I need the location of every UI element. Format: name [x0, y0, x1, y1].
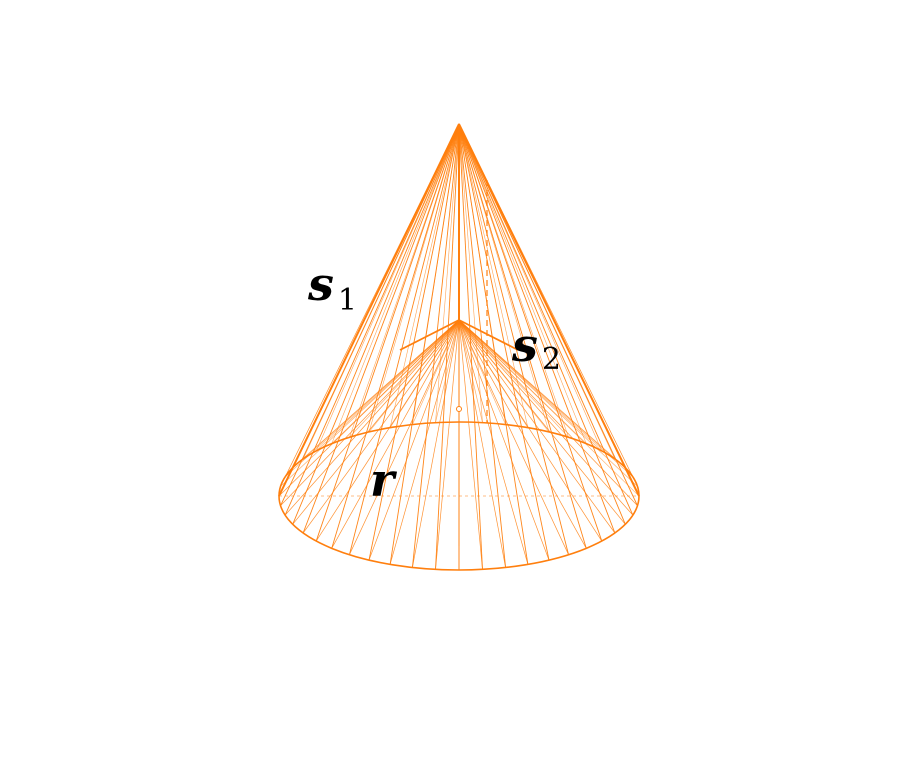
- inner-generator-line: [458, 319, 638, 487]
- outer-generator-line: [458, 123, 529, 428]
- inner-right-slant-edge: [458, 319, 519, 351]
- outer-generator-line: [284, 123, 460, 516]
- base-center-point: [456, 406, 462, 412]
- inner-generator-line: [458, 319, 550, 561]
- outer-generator-line: [458, 123, 587, 549]
- inner-generator-line: [412, 319, 460, 425]
- outer-generator-line: [389, 123, 460, 428]
- outer-generator-line: [458, 123, 626, 525]
- inner-cone-mesh: [278, 319, 640, 570]
- outer-generator-line: [458, 123, 603, 542]
- outer-generator-line: [458, 123, 587, 444]
- inner-generator-line: [458, 319, 587, 444]
- inner-generator-line: [458, 319, 587, 549]
- outer-generator-line: [331, 123, 460, 444]
- inner-generator-line: [368, 319, 460, 561]
- inner-generator-line: [458, 319, 506, 568]
- inner-generator-line: [412, 319, 460, 568]
- outer-generator-line: [292, 123, 460, 525]
- inner-generator-line: [302, 319, 460, 534]
- inner-generator-line: [435, 319, 460, 423]
- outer-generator-line: [302, 123, 460, 534]
- inner-generator-line: [458, 319, 483, 570]
- inner-generator-line: [331, 319, 460, 549]
- inner-generator-line: [315, 319, 460, 452]
- inner-generator-line: [389, 319, 460, 428]
- outer-generator-line: [349, 123, 460, 438]
- label-r: r: [370, 453, 398, 507]
- outer-generator-line: [331, 123, 460, 549]
- outer-generator-line: [458, 123, 616, 534]
- outer-generator-line: [315, 123, 460, 542]
- outer-generator-line: [458, 123, 506, 425]
- outer-generator-line: [412, 123, 460, 425]
- outer-generator-line: [458, 123, 634, 516]
- outer-right-slant-edge: [458, 123, 640, 497]
- outer-generator-line: [458, 123, 603, 452]
- inner-generator-line: [302, 319, 460, 460]
- outer-generator-line: [458, 123, 570, 555]
- inner-left-slant-edge: [399, 319, 460, 351]
- inner-generator-line: [435, 319, 460, 570]
- inner-generator-line: [458, 319, 634, 478]
- inner-generator-line: [458, 319, 550, 433]
- outer-generator-line: [458, 123, 550, 432]
- outer-generator-line: [458, 123, 569, 438]
- outer-generator-line: [368, 123, 460, 432]
- inner-generator-line: [458, 319, 529, 565]
- inner-generator-line: [458, 319, 616, 534]
- outer-left-slant-edge: [278, 123, 460, 497]
- inner-generator-line: [349, 319, 460, 555]
- inner-generator-line: [280, 319, 460, 506]
- inner-generator-line: [458, 319, 483, 423]
- inner-generator-line: [458, 319, 569, 438]
- inner-generator-line: [458, 319, 506, 425]
- inner-generator-line: [458, 319, 638, 506]
- inner-generator-line: [458, 319, 569, 555]
- inner-generator-line: [389, 319, 460, 565]
- inner-generator-line: [331, 319, 460, 444]
- outer-generator-line: [315, 123, 460, 452]
- inner-generator-line: [284, 319, 460, 516]
- inner-generator-line: [458, 319, 634, 516]
- inner-generator-line: [368, 319, 460, 433]
- inner-generator-line: [458, 319, 529, 428]
- outer-generator-line: [348, 123, 460, 555]
- inner-generator-line: [349, 319, 460, 438]
